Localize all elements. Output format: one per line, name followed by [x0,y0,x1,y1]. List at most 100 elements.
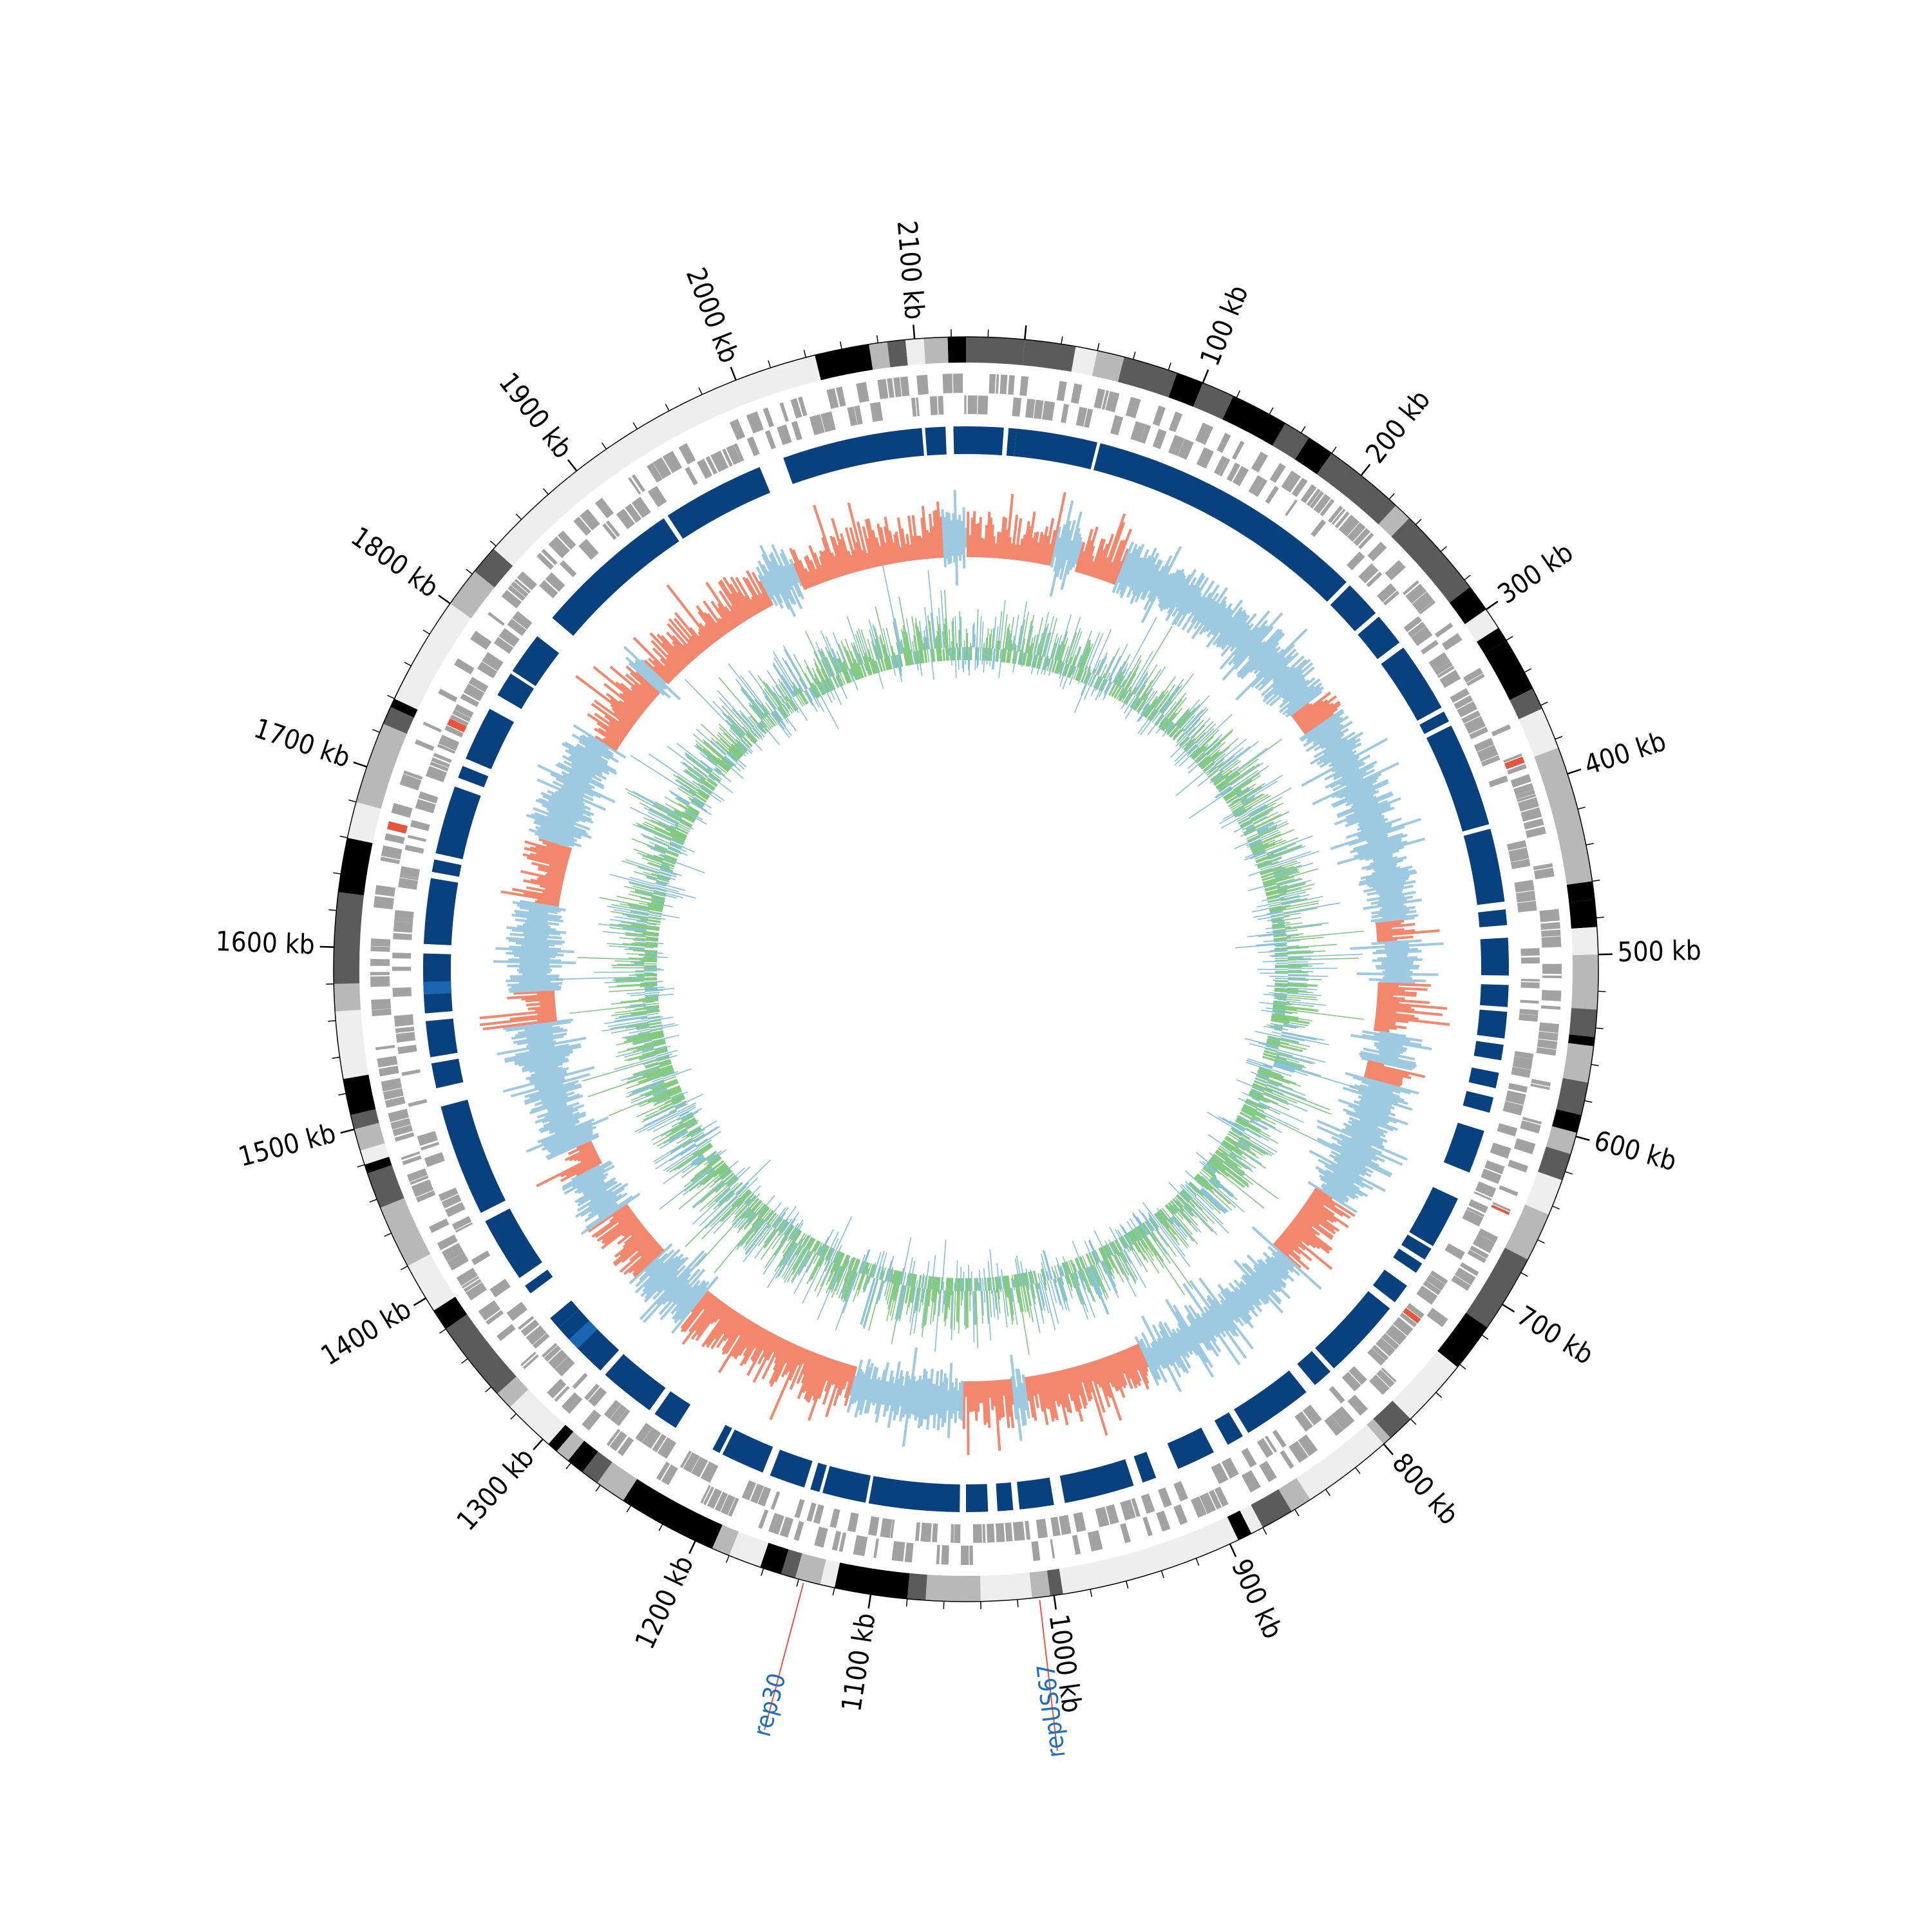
gc-content-bar [764,1219,786,1249]
gc-skew-bar [688,1296,717,1333]
gc-skew-bar [788,1346,802,1372]
gc-content-bar [701,784,725,801]
band-segment [905,338,926,366]
gene-feature [779,402,789,422]
gc-content-bar [645,1059,671,1068]
gc-content-bar [648,753,700,789]
gc-skew-bar [634,1249,681,1294]
gc-skew-bar [523,879,562,890]
gene-feature [814,1526,828,1548]
gc-content-bar [1095,677,1103,692]
band-segment [474,549,513,588]
gene-feature [375,885,395,897]
gc-content-bar [615,979,658,982]
gc-skew-bar [509,987,562,993]
gc-content-bar [1244,821,1274,837]
gc-skew-bar [1014,518,1023,560]
gc-content-bar [1193,1197,1229,1234]
gc-content-bar [632,886,667,895]
gc-skew-bar [1272,666,1296,689]
gc-content-bar [1218,765,1255,792]
gc-skew-bar [774,1338,786,1358]
gc-content-bar [1184,1206,1194,1217]
gc-content-bar [1176,1200,1184,1208]
gc-content-bar [1194,1195,1224,1225]
gc-content-bar [611,965,658,967]
gc-content-bar [1052,641,1063,673]
gc-skew-bar [928,532,933,559]
gc-content-bar [1274,943,1337,949]
gc-content-bar [764,696,783,721]
gc-content-bar [1092,629,1112,674]
gene-feature [995,1523,1005,1542]
gc-content-bar [1046,633,1058,672]
gc-content-bar [772,664,795,698]
gc-skew-bar [1296,695,1338,726]
gc-skew-bar [1344,1127,1383,1146]
gc-skew-bar [1244,1274,1270,1302]
gc-skew-bar [577,1150,597,1162]
gc-skew-bar [593,699,633,729]
gc-skew-bar [1367,1060,1385,1067]
gc-skew-bar [533,807,591,831]
gc-content-bar [1273,1004,1320,1011]
gc-skew-bar [991,536,996,558]
gc-skew-bar [619,1240,657,1273]
gene-feature [1294,1411,1313,1432]
gc-content-bar [719,697,750,732]
gc-content-bar [956,1278,959,1321]
gc-content-bar [858,1254,866,1273]
gc-skew-bar [1173,575,1206,625]
gc-content-bar [692,1172,734,1209]
gene-feature [441,1194,462,1209]
gc-skew-bar [601,1215,638,1244]
gc-skew-bar [630,686,652,705]
gc-skew-bar [1374,1020,1396,1026]
gc-skew-bar [936,501,943,558]
gc-content-bar [667,814,692,828]
tick-label: 2100 kb [891,220,931,321]
gc-skew-bar [1082,526,1099,575]
gene-feature [900,376,910,397]
gc-skew-bar [665,658,681,674]
gc-content-bar [1100,672,1111,692]
gc-content-bar [943,1278,948,1322]
gc-skew-bar [837,544,848,575]
gc-content-bar [1159,716,1166,724]
gene-feature [520,1351,536,1367]
gc-content-bar [952,618,956,661]
gc-content-bar [1266,835,1313,855]
gc-content-bar [876,1280,884,1305]
gene-feature [1523,818,1544,830]
gc-skew-bar [609,665,653,703]
gc-content-bar [1133,1229,1155,1262]
gc-content-bar [1231,1130,1242,1137]
gc-skew-bar [729,583,752,619]
gc-content-bar [675,779,697,794]
gc-content-bar [1114,1240,1128,1263]
gc-skew-bar [683,1294,714,1333]
gc-content-bar [763,1218,785,1248]
gc-content-bar [1083,666,1092,684]
gc-skew-bar [861,549,869,570]
gc-skew-bar [985,511,991,558]
gene-feature [370,938,391,947]
gc-skew-bar [697,634,710,649]
gc-content-bar [934,1290,941,1352]
gc-content-bar [1255,1077,1279,1087]
gene-feature [942,374,953,393]
gene-feature [1156,1510,1171,1532]
gc-skew-bar [1325,737,1343,750]
gc-content-bar [790,699,800,714]
gc-content-bar [719,1190,751,1222]
gene-feature [1376,1369,1395,1388]
gc-content-bar [634,1110,677,1133]
minor-tick [1354,1467,1361,1474]
gc-content-bar [1142,1222,1157,1242]
gene-feature [777,424,792,446]
gc-skew-bar [1095,1359,1110,1397]
gene-feature [1513,782,1534,795]
gc-content-bar [1274,1028,1282,1032]
gene-feature [437,1234,458,1251]
gc-content-bar [828,650,844,686]
